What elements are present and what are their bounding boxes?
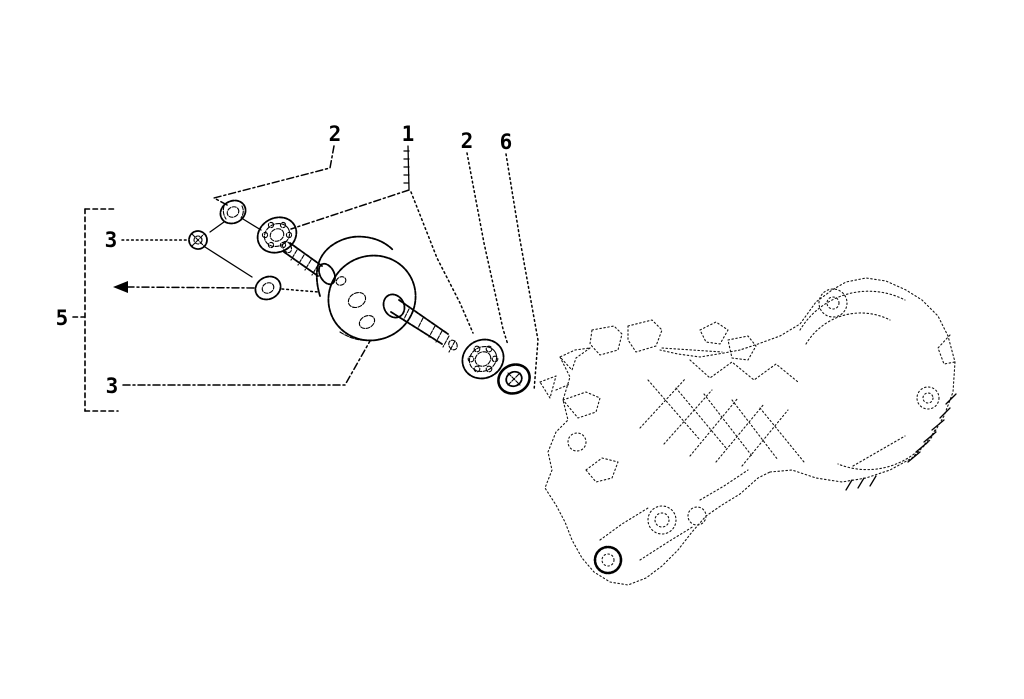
- crank-left-tip: [281, 240, 293, 254]
- nut-left: [188, 230, 208, 250]
- callout-label-1: 1: [402, 122, 415, 146]
- bracket-group-5: [72, 208, 119, 412]
- crank-web-hole-2: [358, 314, 376, 330]
- crank-pin: [335, 276, 347, 286]
- oil-seal-hatch: [507, 372, 521, 386]
- case-boss-circle-left: [567, 432, 587, 452]
- washer-outer: [254, 275, 282, 301]
- crank-right-threads: [428, 325, 456, 353]
- case-boss-3: [727, 335, 757, 361]
- bearing-left-outer: [256, 216, 298, 254]
- bearing-right-bore: [474, 351, 492, 367]
- case-boss-circle-mid: [687, 506, 707, 526]
- bearing-right: [461, 338, 505, 380]
- nut-left-hatch: [191, 233, 205, 247]
- case-boss-circle-right-bore: [922, 392, 934, 404]
- crank-web-front: [327, 254, 417, 342]
- case-boss-circle-bottom-bore: [654, 512, 670, 528]
- oil-seal: [497, 363, 531, 395]
- crank-web-hole-1: [347, 291, 367, 309]
- case-cover-arc-3: [837, 429, 936, 471]
- bearing-right-balls: [467, 345, 499, 373]
- leader-6: [505, 153, 539, 392]
- thrust-washer: [254, 275, 282, 301]
- crank-left-stub: [283, 242, 323, 277]
- leader-3-bottom: [122, 340, 371, 386]
- leader-1-branch-left: [290, 189, 410, 230]
- case-cover-silhouette: [739, 277, 956, 483]
- case-edge-hatching: [845, 393, 957, 491]
- case-seal-seat: [539, 375, 571, 399]
- crank-shaft-steps: [403, 308, 424, 329]
- nut-left-outer: [188, 230, 208, 250]
- bearing-small-outer: [219, 199, 247, 225]
- bearing-small: [219, 199, 247, 225]
- leader-1-branch-right: [410, 191, 474, 334]
- case-mount-hole-bore: [601, 553, 615, 567]
- assembly-axis-lines: [204, 218, 319, 293]
- callout-label-2-left: 2: [329, 122, 342, 146]
- crank-web-inner-arc: [339, 331, 385, 341]
- case-cover-arc-1: [799, 290, 906, 331]
- case-diagonal-line: [852, 435, 906, 467]
- case-bottom-edge: [609, 471, 771, 586]
- bearing-small-bore: [226, 206, 240, 218]
- case-boss-2: [627, 319, 663, 353]
- case-left-edge: [544, 356, 611, 583]
- bearing-left: [256, 216, 298, 254]
- axis-washer-to-crank: [281, 288, 319, 293]
- axis-nut-to-bearing: [242, 218, 262, 231]
- axis-short-segment: [209, 221, 225, 233]
- callout-labels: 2 1 2 6 3 5 3: [56, 122, 513, 398]
- callout-label-6: 6: [500, 130, 513, 154]
- case-boss-circle-right: [916, 386, 940, 410]
- case-right-notch: [937, 334, 956, 365]
- leader-washer-arrowhead: [113, 281, 128, 293]
- crank-right-shaft: [390, 299, 449, 345]
- case-boss-circle-bottom: [647, 505, 677, 535]
- bearing-right-race: [468, 345, 498, 373]
- case-boss-circle-top-bore: [826, 296, 840, 310]
- case-boss-circle-top: [818, 288, 848, 318]
- crank-left-threads: [290, 249, 319, 276]
- crank-web-rear-arc: [315, 235, 394, 297]
- case-boss-link-line: [661, 347, 723, 353]
- leader-2-left: [211, 145, 335, 207]
- crankshaft: [281, 235, 458, 353]
- crank-right-tip: [448, 339, 458, 351]
- oil-seal-outer: [497, 363, 531, 395]
- callout-label-3-top: 3: [105, 228, 118, 252]
- leader-1-ticks: [403, 150, 410, 184]
- axis-nut3-to-washer: [204, 246, 253, 278]
- leader-washer-line: [126, 286, 256, 289]
- crankcase: [539, 277, 957, 586]
- bearing-left-bore: [269, 228, 285, 242]
- callout-label-3-bottom: 3: [106, 374, 119, 398]
- leader-2-right: [466, 152, 509, 346]
- case-bottom-ribs: [599, 469, 749, 561]
- case-top-edge: [659, 349, 741, 358]
- bearing-right-outer: [461, 338, 505, 380]
- case-panel-1: [562, 391, 601, 419]
- case-cover-arc-2: [805, 312, 891, 345]
- leader-lines: [113, 145, 539, 392]
- nut-left-bore: [193, 235, 203, 245]
- case-boss-4: [699, 321, 729, 345]
- case-mount-hole-dark: [593, 545, 623, 575]
- case-boss-1: [589, 325, 623, 356]
- case-rib-lattice: [639, 359, 805, 467]
- washer-bore: [261, 282, 275, 294]
- oil-seal-bore: [505, 370, 523, 388]
- callout-label-5: 5: [56, 306, 69, 330]
- case-panel-2: [585, 457, 619, 483]
- callout-label-2-right: 2: [461, 129, 474, 153]
- bearing-small-detail: [222, 205, 244, 220]
